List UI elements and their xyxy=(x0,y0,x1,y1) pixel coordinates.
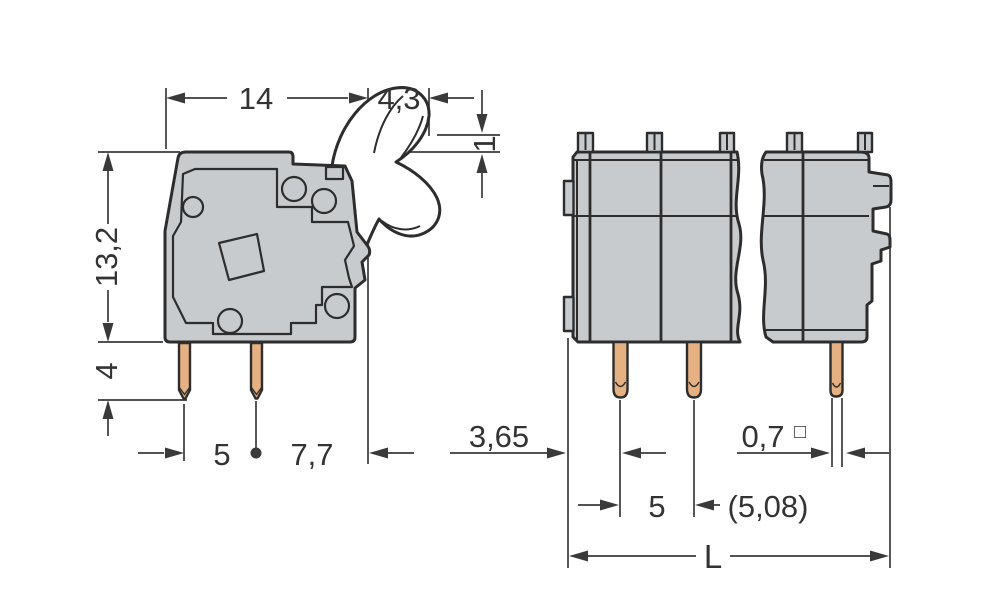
pitch-reference-dot xyxy=(250,447,262,459)
dim-label-total-length: L xyxy=(704,538,722,575)
housing-hole-3 xyxy=(310,187,338,215)
arrow-pinlength-bottom xyxy=(102,400,114,419)
left-edge-tab-lower xyxy=(562,295,575,333)
housing-hole-5 xyxy=(323,292,351,320)
dim-label-pin-cross-section: 0,7 xyxy=(741,419,784,454)
front-view: 3,65 0,7 □ 5 (5,08) L xyxy=(450,131,893,575)
arrow-width-left xyxy=(166,92,185,104)
housing-latch-detail xyxy=(324,165,345,181)
arrow-pitch-left xyxy=(165,447,184,459)
arrow-pin-square-left xyxy=(811,447,830,459)
front-view-pin-2-tip xyxy=(688,381,700,388)
arrow-front-pitch-right xyxy=(695,499,714,511)
arrow-height-top xyxy=(102,152,114,171)
dim-label-edge-to-pin: 3,65 xyxy=(469,419,529,454)
top-tab-center-lines xyxy=(584,133,866,150)
arrow-length-left xyxy=(569,550,588,562)
arrow-height-bottom xyxy=(102,323,114,342)
arrow-ledge-bottom xyxy=(476,154,488,173)
square-symbol: □ xyxy=(794,421,806,443)
front-view-pin-1 xyxy=(612,340,629,399)
arrow-lever-right xyxy=(429,92,448,104)
side-view-pin-1 xyxy=(177,341,192,400)
front-view-pin-3 xyxy=(829,340,844,398)
front-view-pin-1-tip xyxy=(614,381,627,388)
arrow-front-pitch-left xyxy=(600,499,619,511)
arrow-edge-to-pin xyxy=(547,447,566,459)
dim-label-front-pitch: 5 xyxy=(648,489,665,524)
side-view-pin-2-tip-lines xyxy=(250,386,263,396)
dim-label-lever-width: 4,3 xyxy=(377,81,420,116)
arrow-edge-right xyxy=(369,447,388,459)
arrow-length-right xyxy=(870,550,889,562)
front-view-pin-3-tip xyxy=(831,382,842,388)
dim-label-pin-pitch: 5 xyxy=(213,437,230,472)
arrow-pin1-left xyxy=(622,447,641,459)
side-view-pin-1-tip-lines xyxy=(178,386,191,396)
front-view-extension-lines xyxy=(450,207,891,568)
arrow-ledge-top xyxy=(476,114,488,133)
front-view-pole-dividers xyxy=(588,152,805,342)
side-view-pin-2 xyxy=(249,341,264,400)
dim-label-body-width: 14 xyxy=(239,81,273,116)
front-view-left-section xyxy=(571,150,743,344)
front-view-pin-2 xyxy=(685,340,703,399)
dim-label-ledge: 1 xyxy=(467,135,502,152)
front-view-right-section xyxy=(759,150,893,344)
dim-label-body-height: 13,2 xyxy=(89,227,124,287)
front-view-band-lines xyxy=(573,159,889,342)
housing-hole-4 xyxy=(216,307,244,335)
front-view-top-tabs xyxy=(576,131,874,154)
housing-trapezoid-opening xyxy=(217,232,266,282)
dim-label-pin-length: 4 xyxy=(89,362,124,379)
front-view-arrowheads xyxy=(547,447,889,562)
dim-label-front-pitch-alt: (5,08) xyxy=(728,489,809,524)
side-view: 14 4,3 1 13,2 4 5 7,7 xyxy=(89,81,502,472)
arrow-pin-square-right xyxy=(846,447,865,459)
left-edge-tab-upper xyxy=(562,179,575,217)
side-view-arrowheads xyxy=(102,92,488,459)
arrow-width-right xyxy=(349,92,368,104)
clamp-lever-detail-lines xyxy=(373,95,424,231)
side-view-inner-contour xyxy=(171,167,356,336)
housing-hole-2 xyxy=(280,175,308,203)
side-view-housing xyxy=(163,150,372,344)
housing-hole-1 xyxy=(181,195,205,219)
dim-label-pin-to-edge: 7,7 xyxy=(290,437,333,472)
